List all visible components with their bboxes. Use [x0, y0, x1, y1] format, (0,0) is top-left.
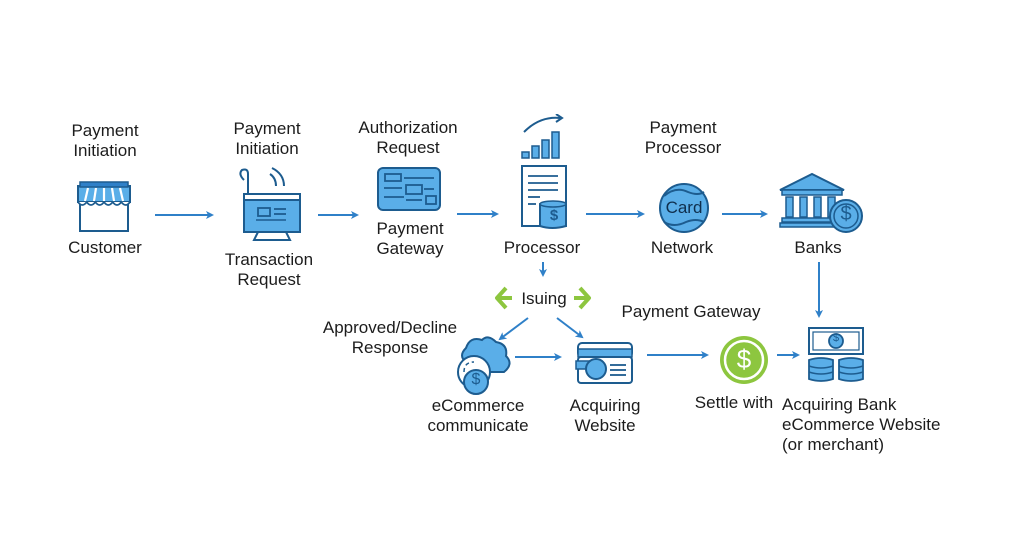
ecommerce-label-line1: eCommerce [431, 396, 525, 415]
acquiring-label: Acquiring Website [555, 396, 655, 436]
ecommerce-dollar-glyph: $ [471, 371, 481, 388]
network-label: Network [650, 238, 714, 257]
ecommerce-label: eCommerce communicate [412, 396, 544, 436]
ecommerce-label-line2: communicate [427, 416, 529, 435]
banks-dollar-glyph: $ [840, 203, 852, 225]
transaction-top-label-line1: Payment [233, 119, 301, 138]
customer-top-label-line2: Initiation [73, 141, 137, 160]
card-icon-text: Card [665, 198, 703, 217]
dollar-coin-icon [720, 336, 768, 384]
gateway-label-line2: Gateway [376, 239, 444, 258]
acqbank-label-line3: (or merchant) [782, 435, 885, 454]
bank-dollar-icon [779, 172, 863, 233]
settle-dollar-glyph: $ [736, 344, 752, 374]
transaction-label: Transaction Request [210, 250, 328, 290]
acqbank-label-line1: Acquiring Bank [782, 395, 897, 414]
gateway-label: Payment Gateway [360, 219, 460, 259]
bar-chart-icon [521, 114, 564, 159]
gateway-top-label: Authorization Request [345, 118, 471, 158]
acqbank-label-line2: eCommerce Website [782, 415, 941, 434]
settle-label: Settle with [694, 393, 774, 412]
acqbank-dollar-glyph: $ [832, 332, 840, 344]
customer-label: Customer [68, 238, 142, 257]
network-top-label-line1: Payment [649, 118, 717, 137]
transaction-label-line1: Transaction [224, 250, 314, 269]
network-top-label-line2: Processor [644, 138, 722, 157]
settle-top-label: Payment Gateway [621, 302, 761, 321]
network-top-label: Payment Processor [635, 118, 731, 158]
processor-label: Processor [503, 238, 581, 257]
storefront-icon [77, 181, 131, 232]
arrow-issuing-to-ecommerce [498, 317, 529, 341]
payment-form-icon [377, 167, 441, 211]
pos-terminal-icon [239, 167, 301, 241]
acqbank-label: Acquiring Bank eCommerce Website (or mer… [782, 395, 952, 455]
issuing-label: Isuing [521, 289, 567, 308]
chevrons-icon [495, 286, 591, 310]
transaction-top-label-line2: Initiation [235, 139, 299, 158]
processor-dollar-glyph: $ [549, 207, 559, 224]
arrow-issuing-to-acquiring [556, 317, 584, 339]
customer-top-label-line1: Payment [71, 121, 139, 140]
customer-top-label: Payment Initiation [60, 121, 150, 161]
acquiring-label-line2: Website [574, 416, 636, 435]
gateway-top-label-line1: Authorization [358, 118, 458, 137]
ecommerce-top-label-line1: Approved/Decline [322, 318, 458, 337]
gateway-label-line1: Payment [376, 219, 444, 238]
gateway-top-label-line2: Request [376, 138, 440, 157]
transaction-label-line2: Request [237, 270, 301, 289]
banks-label: Banks [794, 238, 842, 257]
cloud-coins-icon [457, 336, 511, 395]
acquiring-label-line1: Acquiring [569, 396, 641, 415]
cash-stack-icon [808, 327, 864, 382]
ecommerce-top-label: Approved/Decline Response [316, 318, 464, 358]
card-website-icon [575, 342, 633, 384]
transaction-top-label: Payment Initiation [222, 119, 312, 159]
ecommerce-top-label-line2: Response [351, 338, 429, 357]
card-globe-icon [659, 183, 709, 233]
invoice-chart-icon [521, 114, 567, 229]
